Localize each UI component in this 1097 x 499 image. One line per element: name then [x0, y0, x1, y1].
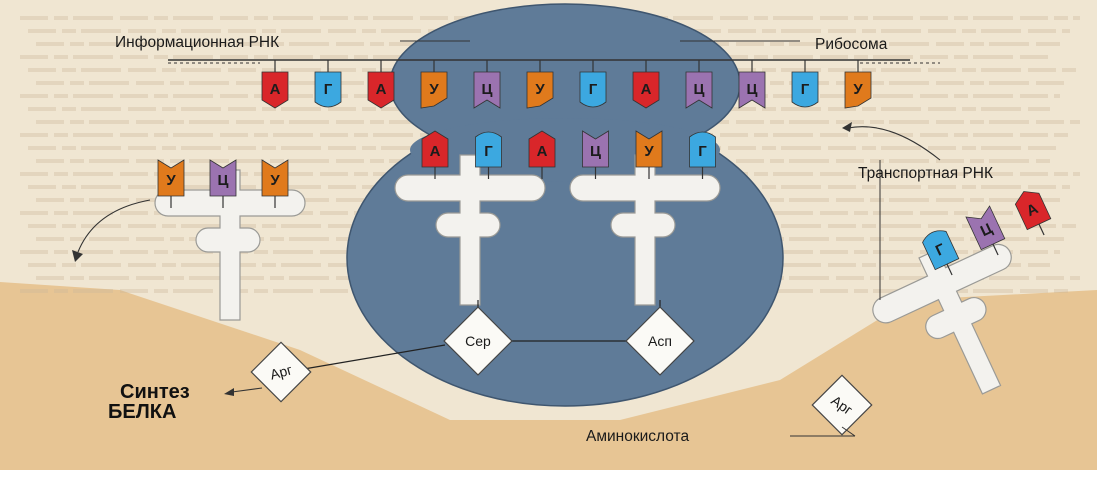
mrna-codon-letter: У [535, 81, 545, 98]
mrna-codon-letter: У [429, 81, 439, 98]
ribosome-anticodon-letter: Ц [590, 143, 601, 160]
mrna-codon-letter: Ц [747, 81, 758, 98]
left-anticodon-letter: У [166, 172, 176, 189]
mrna-codon-letter: Г [324, 81, 333, 98]
ribosome-anticodon-letter: Г [698, 143, 707, 160]
ribosome-anticodon-letter: Г [484, 143, 493, 160]
mrna-codon-letter: Ц [482, 81, 493, 98]
bottom-strip [0, 470, 1097, 499]
left-anticodon-letter: Ц [218, 172, 229, 189]
ribosome-neck [410, 118, 720, 182]
mrna-codon-letter: Г [801, 81, 810, 98]
ribosome [347, 4, 783, 406]
synthesis-label-line2: БЕЛКА [108, 401, 176, 423]
mrna-codon-letter: А [376, 81, 387, 98]
synthesis-label-line1: Синтез [120, 381, 190, 403]
mrna-codon-letter: А [270, 81, 281, 98]
mrna-label: Информационная РНК [115, 34, 279, 51]
left-anticodon-letter: У [270, 172, 280, 189]
trna-label: Транспортная РНК [858, 165, 993, 182]
mrna-codon-letter: Г [589, 81, 598, 98]
mrna-codon-letter: У [853, 81, 863, 98]
ribosome-anticodon-letter: А [537, 143, 548, 160]
ribosome-label: Рибосома [815, 36, 888, 53]
ribosome-anticodon-letter: У [644, 143, 654, 160]
amino-acid-ser-label: Сер [465, 333, 491, 349]
amino-acid-asp-label: Асп [648, 333, 672, 349]
mrna-codon-letter: А [641, 81, 652, 98]
ribosome-anticodon-letter: А [430, 143, 441, 160]
amino-acid-label: Аминокислота [586, 428, 689, 445]
mrna-codon-letter: Ц [694, 81, 705, 98]
